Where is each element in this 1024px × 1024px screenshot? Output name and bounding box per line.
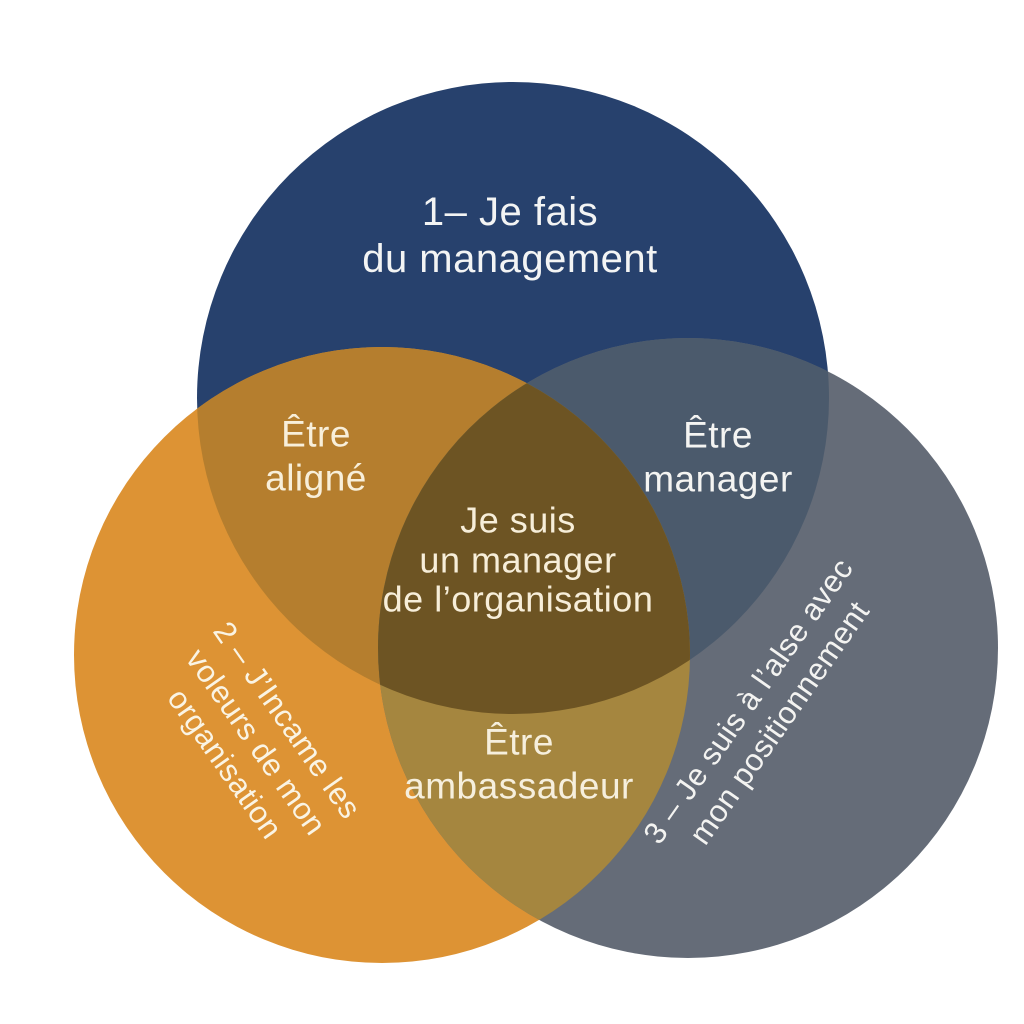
overlap-center <box>378 347 690 714</box>
